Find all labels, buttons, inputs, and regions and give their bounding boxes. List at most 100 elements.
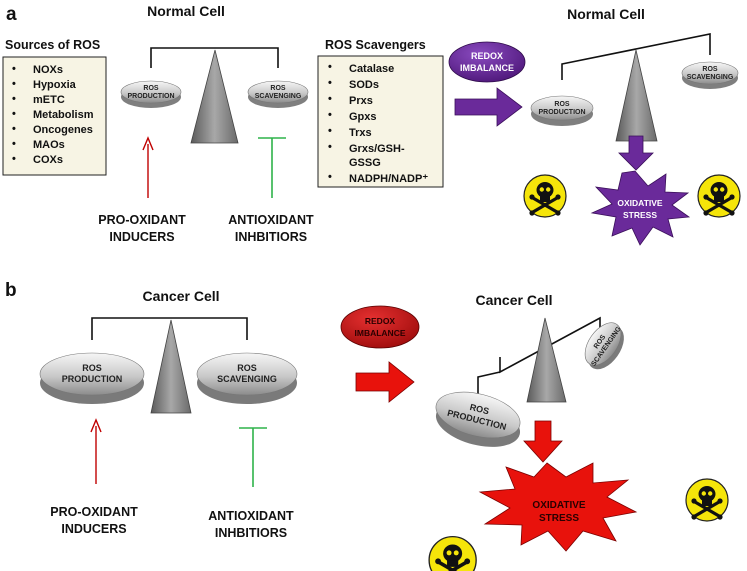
oxidative-label: OXIDATIVE <box>617 198 663 208</box>
ros-production-disc <box>120 80 182 104</box>
ros-scavenging-disc <box>196 352 298 396</box>
disc-label: SCAVENGING <box>687 74 734 81</box>
redox-imbalance-badge <box>448 41 526 83</box>
disc-label: ROS <box>270 85 286 92</box>
oxidative-stress-burst <box>478 462 638 552</box>
balance-cancer-left: ROS PRODUCTION ROS SCAVENGING <box>39 317 298 414</box>
disc-label: ROS <box>237 363 257 373</box>
oxidative-label: STRESS <box>539 513 579 524</box>
fulcrum-triangle <box>526 317 567 403</box>
ros-production-disc <box>435 391 521 439</box>
svg-text:•: • <box>12 153 16 165</box>
pro-oxidant-arrow <box>142 136 154 198</box>
source-item: MAOs <box>33 139 65 151</box>
scavengers-list: • Catalase • SODs • Prxs • Gpxs • Trxs • Grxs/… <box>328 61 428 185</box>
skull-crossbones-icon <box>522 173 568 219</box>
down-arrow <box>523 420 563 463</box>
redox-label: IMBALANCE <box>460 63 514 73</box>
panel-a: a Normal Cell Normal Cell Sources of ROS… <box>2 3 742 246</box>
redox-imbalance-badge <box>340 305 420 349</box>
scavenger-item: Catalase <box>349 63 394 75</box>
scavenger-item: GSSG <box>349 157 381 169</box>
panel-b-left-title: Cancer Cell <box>142 288 219 304</box>
scavenger-item: Prxs <box>349 95 373 107</box>
redox-label: IMBALANCE <box>355 328 406 338</box>
source-item: Hypoxia <box>33 79 77 91</box>
disc-label: PRODUCTION <box>62 374 123 384</box>
disc-label: SCAVENGING <box>217 374 277 384</box>
svg-text:•: • <box>328 77 332 89</box>
disc-label: PRODUCTION <box>127 93 174 100</box>
svg-text:•: • <box>328 125 332 137</box>
svg-text:•: • <box>328 109 332 121</box>
oxidative-label: OXIDATIVE <box>532 500 585 511</box>
source-item: mETC <box>33 94 65 106</box>
svg-text:•: • <box>12 78 16 90</box>
sources-box <box>2 56 107 176</box>
scavengers-box <box>317 55 444 188</box>
fulcrum-triangle <box>190 49 239 144</box>
antioxidant-inhibit-symbol <box>258 137 286 198</box>
scavenger-item: Grxs/GSH- <box>349 143 405 155</box>
disc-label: ROS <box>702 66 718 73</box>
antioxidant-label: INHBITIORS <box>235 230 307 244</box>
source-item: Oncogenes <box>33 124 93 136</box>
panel-a-left-title: Normal Cell <box>147 3 225 19</box>
source-item: NOXs <box>33 64 63 76</box>
scavenger-item: Trxs <box>349 127 372 139</box>
source-item: Metabolism <box>33 109 94 121</box>
pro-oxidant-label: INDUCERS <box>109 230 174 244</box>
oxidative-stress-burst <box>590 170 691 246</box>
disc-label: ROS <box>469 402 490 416</box>
disc-label: ROS <box>143 85 159 92</box>
svg-text:•: • <box>12 108 16 120</box>
ros-production-disc <box>39 352 145 396</box>
ros-scavenging-disc <box>681 61 739 85</box>
panel-b-right-title: Cancer Cell <box>475 292 552 308</box>
svg-text:•: • <box>328 93 332 105</box>
antioxidant-inhibit-symbol <box>239 427 267 487</box>
disc-label: SCAVENGING <box>255 93 302 100</box>
scavenger-item: Gpxs <box>349 111 377 123</box>
scavenger-item: SODs <box>349 79 379 91</box>
disc-label: ROS <box>82 363 102 373</box>
svg-text:•: • <box>12 138 16 150</box>
skull-crossbones-icon <box>684 477 730 523</box>
imbalance-arrow-right <box>454 87 523 127</box>
sources-list: • NOXs • Hypoxia • mETC • Metabolism • Oncoge… <box>12 63 94 166</box>
svg-text:•: • <box>328 61 332 73</box>
oxidative-label: STRESS <box>623 210 657 220</box>
svg-text:•: • <box>328 141 332 153</box>
pro-oxidant-arrow <box>90 418 102 484</box>
svg-text:•: • <box>12 63 16 75</box>
ros-production-disc <box>530 95 594 121</box>
panel-b-letter: b <box>5 280 17 301</box>
imbalance-arrow-right <box>355 361 415 403</box>
antioxidant-label: ANTIOXIDANT <box>228 213 314 227</box>
fulcrum-triangle <box>615 49 658 142</box>
antioxidant-label: ANTIOXIDANT <box>208 509 294 523</box>
source-item: COXs <box>33 154 63 166</box>
panel-b: b Cancer Cell Cancer Cell ROS PRODUCTION… <box>5 280 730 571</box>
panel-a-letter: a <box>6 4 17 25</box>
panel-a-right-title: Normal Cell <box>567 6 645 22</box>
sources-of-ros-header: Sources of ROS <box>5 38 100 52</box>
scavenger-item: NADPH/NADP⁺ <box>349 173 428 185</box>
disc-label: ROS <box>554 101 570 108</box>
svg-text:•: • <box>12 123 16 135</box>
skull-crossbones-icon <box>427 534 478 571</box>
balance-normal-left: ROS PRODUCTION ROS SCAVENGING <box>120 47 309 144</box>
svg-text:•: • <box>328 171 332 183</box>
antioxidant-label: INHBITIORS <box>215 526 287 540</box>
skull-crossbones-icon <box>696 173 742 219</box>
down-arrow <box>618 135 654 171</box>
ros-scavengers-header: ROS Scavengers <box>325 38 426 52</box>
ros-scavenging-disc <box>247 80 309 104</box>
balance-cancer-right: ROS PRODUCTION ROS SCAVENGING <box>435 316 624 447</box>
disc-label: PRODUCTION <box>538 109 585 116</box>
pro-oxidant-label: PRO-OXIDANT <box>50 505 138 519</box>
fulcrum-triangle <box>150 319 192 414</box>
pro-oxidant-label: PRO-OXIDANT <box>98 213 186 227</box>
